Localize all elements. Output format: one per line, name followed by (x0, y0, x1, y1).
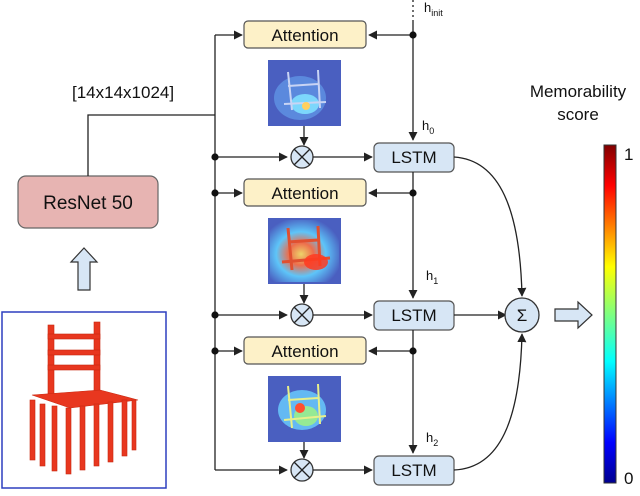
resnet-label: ResNet 50 (43, 193, 133, 214)
h0-label: h0 (422, 118, 434, 136)
multiply-node-0 (290, 145, 314, 169)
lstm-box-2: LSTM (373, 455, 455, 486)
attention-map-2 (268, 376, 341, 442)
feature-shape-label: [14x14x1024] (72, 83, 174, 102)
h2-label: h2 (426, 430, 438, 448)
colorbar-max-label: 1 (624, 145, 633, 164)
h-init-label: hinit (424, 0, 443, 18)
multiply-node-2 (290, 458, 314, 482)
lstm-label: LSTM (391, 306, 436, 325)
colorbar-title-line1: Memorability (530, 82, 627, 101)
resnet-box: ResNet 50 (17, 175, 159, 229)
sum-node: Σ (504, 297, 540, 333)
chair-icon (29, 321, 139, 475)
attention-label: Attention (271, 342, 338, 361)
hollow-up-arrow-icon (69, 247, 99, 291)
sum-symbol: Σ (517, 306, 528, 325)
lstm-label: LSTM (391, 148, 436, 167)
attention-label: Attention (271, 26, 338, 45)
attention-box-2: Attention (243, 336, 367, 365)
hollow-right-arrow-icon (554, 300, 593, 330)
h1-label: h1 (426, 268, 438, 286)
colorbar-title-line2: score (557, 105, 599, 124)
attention-label: Attention (271, 184, 338, 203)
attention-map-0 (268, 60, 341, 126)
attention-box-0: Attention (243, 20, 367, 49)
attention-map-1 (268, 218, 341, 284)
memorability-colorbar: Memorability score 1 0 (530, 82, 634, 488)
lstm-label: LSTM (391, 461, 436, 480)
lstm-box-1: LSTM (373, 300, 455, 331)
colorbar-min-label: 0 (624, 469, 633, 488)
input-image (1, 311, 167, 489)
multiply-node-1 (290, 303, 314, 327)
attention-box-1: Attention (243, 178, 367, 207)
lstm-box-0: LSTM (373, 142, 455, 173)
